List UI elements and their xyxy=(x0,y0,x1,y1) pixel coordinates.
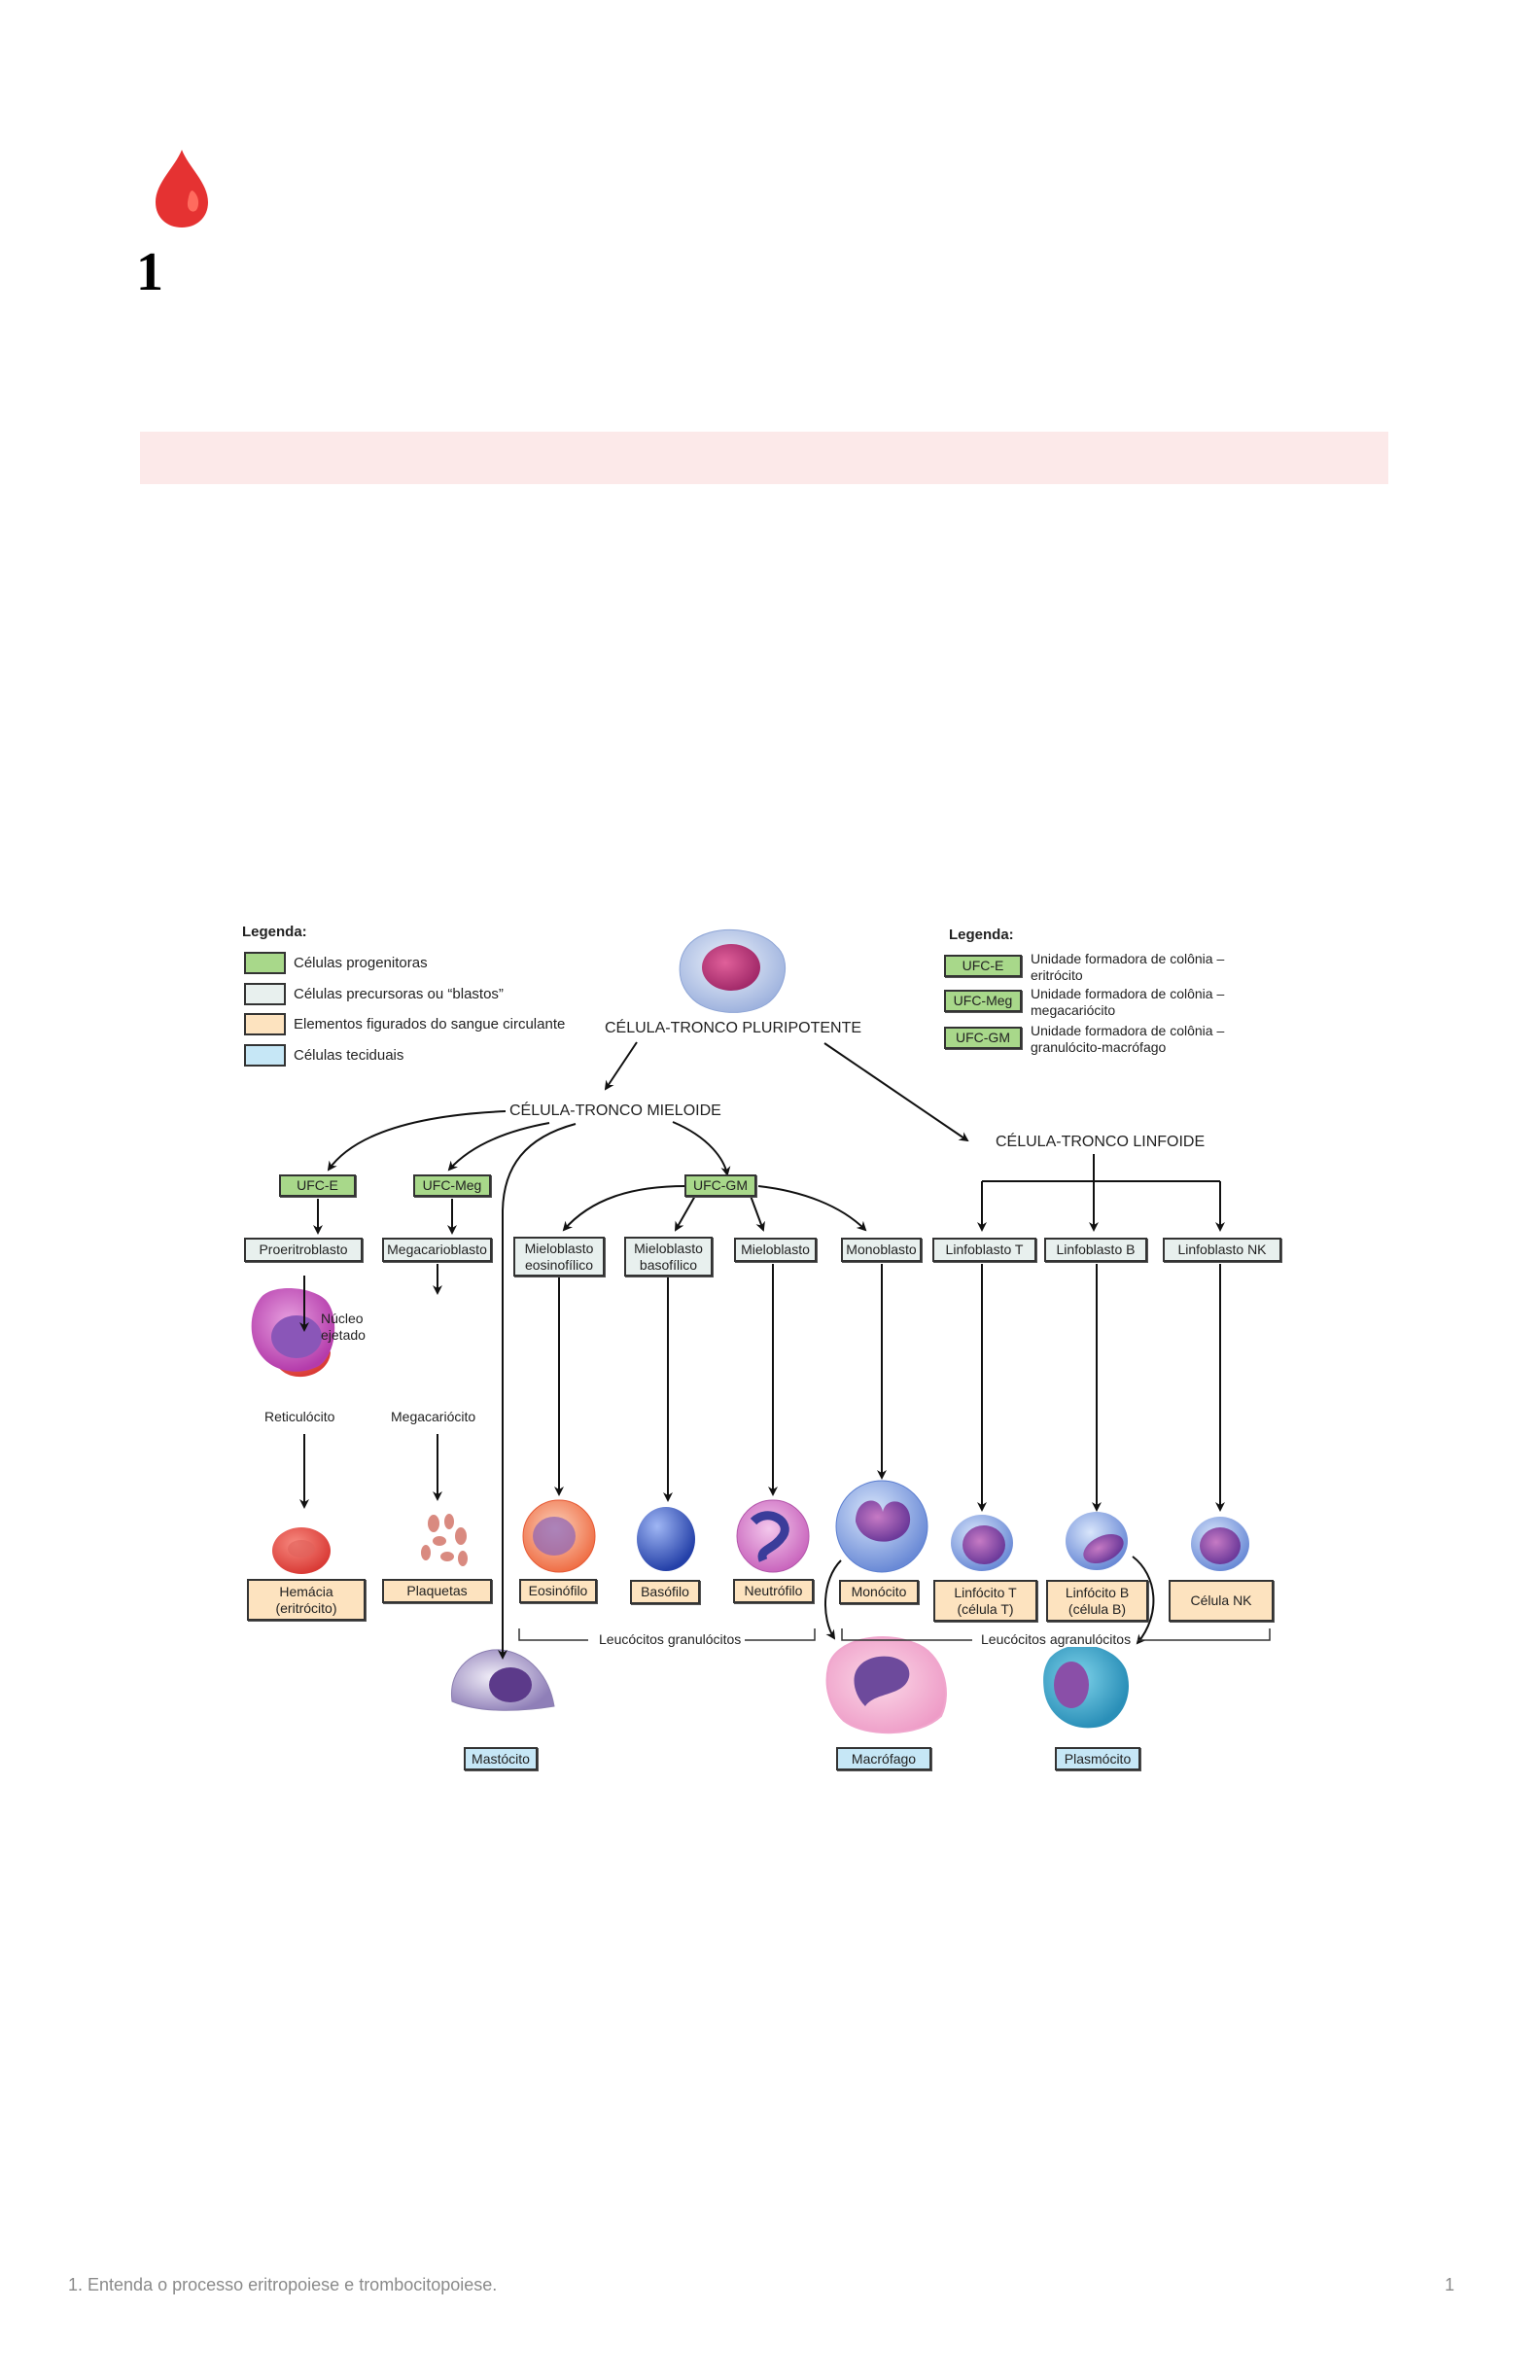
legend-left-title: Legenda: xyxy=(242,924,307,940)
leucocitos-agranulocitos-label: Leucócitos agranulócitos xyxy=(977,1631,1136,1648)
linfocito-t-line2: (célula T) xyxy=(957,1600,1014,1617)
pluripotent-stem-cell-label: CÉLULA-TRONCO PLURIPOTENTE xyxy=(605,1020,862,1036)
footer-note: 1. Entenda o processo eritropoiese e tro… xyxy=(68,2275,498,2294)
lymphocyte-t-illustration xyxy=(951,1515,1013,1571)
legend-ufc-gm-desc-1: Unidade formadora de colônia – xyxy=(1031,1023,1225,1038)
myeloid-stem-cell-label: CÉLULA-TRONCO MIELOIDE xyxy=(509,1102,721,1119)
legend-label-precursoras: Células precursoras ou “blastos” xyxy=(294,986,504,1002)
erythrocyte-illustration xyxy=(272,1527,331,1574)
linfoblasto-nk-box: Linfoblasto NK xyxy=(1163,1238,1281,1262)
hemacia-box: Hemácia (eritrócito) xyxy=(247,1579,366,1621)
lymphoid-stem-cell-label: CÉLULA-TRONCO LINFOIDE xyxy=(996,1134,1206,1150)
mieloblasto-basofilico-box: Mieloblasto basofílico xyxy=(624,1237,713,1277)
mastocito-box: Mastócito xyxy=(464,1747,538,1770)
eosinofilo-box: Eosinófilo xyxy=(519,1579,597,1603)
linfocito-t-box: Linfócito T (célula T) xyxy=(933,1580,1037,1622)
linfocito-t-line1: Linfócito T xyxy=(954,1585,1017,1601)
section-number: 1 xyxy=(136,242,163,302)
mieloblasto-box: Mieloblasto xyxy=(734,1238,817,1262)
linfoblasto-t-box: Linfoblasto T xyxy=(932,1238,1036,1262)
legend-ufc-e-box: UFC-E xyxy=(944,955,1022,977)
legend-ufc-gm-box: UFC-GM xyxy=(944,1027,1022,1049)
legend-ufc-gm-desc-2: granulócito-macrófago xyxy=(1031,1039,1167,1055)
legend-label-circulantes: Elementos figurados do sangue circulante xyxy=(294,1016,566,1032)
platelets-illustration xyxy=(421,1514,468,1566)
ufc-meg-box: UFC-Meg xyxy=(413,1174,491,1197)
neutrophil-illustration xyxy=(736,1499,810,1573)
legend-right-title: Legenda: xyxy=(949,927,1014,943)
mieloblasto-eosinofilico-box: Mieloblasto eosinofílico xyxy=(513,1237,605,1277)
legend-ufc-e-desc-2: eritrócito xyxy=(1031,967,1083,983)
plasma-cell-illustration xyxy=(1043,1644,1130,1729)
hemacia-line2: (eritrócito) xyxy=(275,1599,337,1616)
lymphocyte-b-illustration xyxy=(1066,1512,1128,1570)
legend-ufc-meg-box: UFC-Meg xyxy=(944,990,1022,1012)
mieloblasto-eos-line1: Mieloblasto xyxy=(524,1241,594,1257)
mieloblasto-eos-line2: eosinofílico xyxy=(524,1256,594,1273)
nucleo-ejetado-line2: ejetado xyxy=(321,1327,366,1343)
hematopoiesis-diagram: Legenda: Células progenitoras Células pr… xyxy=(233,899,1312,1784)
reticulocito-label: Reticulócito xyxy=(264,1409,335,1424)
blood-drop-icon xyxy=(148,146,216,233)
monoblasto-box: Monoblasto xyxy=(841,1238,922,1262)
legend-swatch-circulantes xyxy=(244,1013,286,1035)
diagram-connectors xyxy=(251,928,1271,1734)
macrophage-illustration xyxy=(825,1636,947,1734)
macrofago-box: Macrófago xyxy=(836,1747,931,1770)
megakaryocyte-illustration xyxy=(251,1288,335,1372)
legend-ufc-meg-desc-2: megacariócito xyxy=(1031,1002,1116,1018)
eosinophil-illustration xyxy=(522,1499,596,1573)
megacarioblasto-box: Megacarioblasto xyxy=(382,1238,492,1262)
legend-swatch-progenitoras xyxy=(244,952,286,974)
megacariocito-label: Megacariócito xyxy=(391,1409,476,1424)
hemacia-line1: Hemácia xyxy=(279,1584,333,1600)
pluripotent-stem-cell-illustration xyxy=(679,928,786,1013)
plaquetas-box: Plaquetas xyxy=(382,1579,492,1603)
linfocito-b-line2: (célula B) xyxy=(1068,1600,1127,1617)
legend-label-progenitoras: Células progenitoras xyxy=(294,955,428,971)
proeritroblasto-box: Proeritroblasto xyxy=(244,1238,363,1262)
neutrofilo-box: Neutrófilo xyxy=(733,1579,814,1603)
page-number: 1 xyxy=(1445,2275,1455,2294)
basofilo-box: Basófilo xyxy=(630,1580,700,1604)
plasmocito-box: Plasmócito xyxy=(1055,1747,1140,1770)
basophil-illustration xyxy=(637,1507,695,1571)
legend-ufc-meg-desc-1: Unidade formadora de colônia – xyxy=(1031,986,1225,1001)
callout-box xyxy=(140,432,1388,484)
nucleo-ejetado-line1: Núcleo xyxy=(321,1311,364,1326)
nk-cell-illustration xyxy=(1191,1517,1249,1571)
ufc-gm-box: UFC-GM xyxy=(684,1174,756,1197)
legend-swatch-precursoras xyxy=(244,983,286,1005)
linfocito-b-box: Linfócito B (célula B) xyxy=(1046,1580,1148,1622)
legend-swatch-teciduais xyxy=(244,1044,286,1067)
legend-label-teciduais: Células teciduais xyxy=(294,1047,404,1064)
linfocito-b-line1: Linfócito B xyxy=(1065,1585,1130,1601)
leucocitos-granulocitos-label: Leucócitos granulócitos xyxy=(595,1631,746,1648)
mast-cell-illustration xyxy=(451,1649,555,1711)
monocito-box: Monócito xyxy=(839,1580,919,1604)
legend-ufc-e-desc-1: Unidade formadora de colônia – xyxy=(1031,951,1225,966)
celula-nk-box: Célula NK xyxy=(1169,1580,1274,1622)
mieloblasto-bas-line1: Mieloblasto xyxy=(634,1241,703,1257)
monocyte-illustration xyxy=(835,1480,928,1573)
mieloblasto-bas-line2: basofílico xyxy=(639,1256,698,1273)
linfoblasto-b-box: Linfoblasto B xyxy=(1044,1238,1147,1262)
ufc-e-box: UFC-E xyxy=(279,1174,356,1197)
